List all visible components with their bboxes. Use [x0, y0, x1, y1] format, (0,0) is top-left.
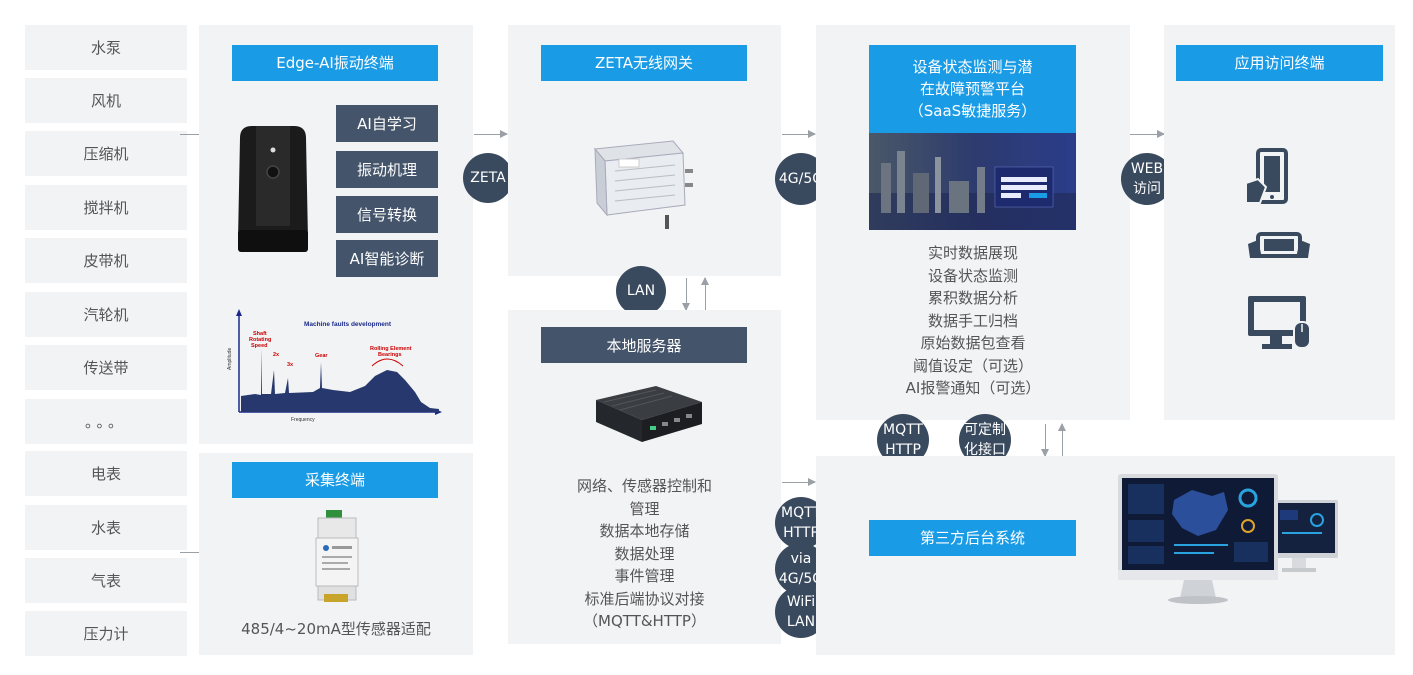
equipment-item: 水表: [25, 505, 187, 550]
equipment-item: 搅拌机: [25, 185, 187, 230]
chart-title: Machine faults development: [304, 321, 392, 328]
app-access-panel: [1164, 25, 1395, 420]
arrow-right: [782, 478, 816, 486]
platform-feature: 设备状态监测: [927, 266, 1018, 285]
equipment-item: 风机: [25, 78, 187, 123]
badge-zeta: ZETA: [463, 153, 513, 203]
chart-spectrum-area: [241, 348, 439, 412]
feature-ai-diagnosis: AI智能诊断: [336, 240, 438, 277]
server-feature: 数据处理: [614, 544, 675, 563]
equipment-item: 电表: [25, 451, 187, 496]
local-server-feature-list: 网络、传感器控制和 管理 数据本地存储 数据处理 事件管理 标准后端协议对接 （…: [508, 475, 781, 633]
feature-ai-self-learning: AI自学习: [336, 105, 438, 142]
arrow-down: [1041, 424, 1049, 457]
local-server-panel: [508, 310, 781, 644]
chart-ylabel: Amplitude: [227, 348, 233, 370]
app-access-title: 应用访问终端: [1176, 45, 1383, 81]
arrow-up: [701, 277, 709, 310]
local-server-title: 本地服务器: [541, 327, 747, 363]
equipment-item: 皮带机: [25, 238, 187, 283]
desktop-computer-icon: [1248, 296, 1311, 349]
feature-signal-conversion: 信号转换: [336, 196, 438, 233]
platform-feature: AI报警通知（可选）: [905, 379, 1041, 397]
platform-title: 设备状态监测与潜 在故障预警平台 （SaaS敏捷服务）: [869, 45, 1076, 133]
arrow-right: [474, 130, 508, 138]
chart-xlabel: Frequency: [291, 417, 315, 423]
gateway-title: ZETA无线网关: [541, 45, 747, 81]
local-server-image: [596, 386, 702, 442]
badge-lan: LAN: [616, 266, 666, 316]
phone-landscape-icon: [1248, 232, 1310, 258]
vibration-sensor-image: [238, 126, 308, 252]
third-party-title: 第三方后台系统: [869, 520, 1076, 556]
equipment-item: 汽轮机: [25, 292, 187, 337]
arrow-down: [682, 278, 690, 311]
collector-title: 采集终端: [232, 462, 438, 498]
equipment-item: 压缩机: [25, 131, 187, 176]
server-feature: 事件管理: [614, 567, 675, 585]
arrow-right: [1130, 130, 1165, 138]
platform-feature-list: 实时数据展现 设备状态监测 累积数据分析 数据手工归档 原始数据包查看 阈值设定…: [816, 242, 1130, 400]
platform-screenshot-image: [869, 133, 1076, 230]
collector-device-image: [315, 510, 359, 602]
monitor-dashboard-image: [1118, 474, 1338, 604]
platform-feature: 数据手工归档: [927, 311, 1018, 330]
chart-label-3x: 3x: [287, 362, 294, 368]
platform-title-line: 在故障预警平台: [919, 80, 1025, 98]
server-feature: （MQTT&HTTP）: [583, 612, 706, 630]
equipment-item: 传送带: [25, 345, 187, 390]
chart-label-2x: 2x: [273, 352, 280, 358]
platform-feature: 原始数据包查看: [920, 334, 1026, 352]
server-feature: 标准后端协议对接: [584, 589, 705, 608]
platform-feature: 累积数据分析: [927, 289, 1018, 307]
zeta-gateway-image: [594, 140, 693, 229]
equipment-item: 水泵: [25, 25, 187, 70]
platform-title-line: 设备状态监测与潜: [912, 58, 1033, 76]
tablet-icon: [1245, 148, 1288, 204]
platform-feature: 实时数据展现: [927, 244, 1018, 262]
platform-title-line: （SaaS敏捷服务）: [908, 102, 1037, 120]
chart-label-gear: Gear: [315, 353, 328, 359]
platform-feature: 阈值设定（可选）: [912, 356, 1033, 375]
arrow-up: [1058, 423, 1066, 456]
collector-caption: 485/4~20mA型传感器适配: [241, 620, 431, 638]
feature-vibration-mechanism: 振动机理: [336, 151, 438, 188]
arrow-right: [782, 130, 816, 138]
equipment-item: 压力计: [25, 611, 187, 656]
equipment-item: 气表: [25, 558, 187, 603]
server-feature: 数据本地存储: [599, 522, 690, 540]
server-feature: 网络、传感器控制和: [576, 477, 712, 495]
equipment-item: 。。。: [25, 399, 187, 444]
edge-ai-title: Edge-AI振动终端: [232, 45, 438, 81]
server-feature: 管理: [629, 499, 660, 518]
